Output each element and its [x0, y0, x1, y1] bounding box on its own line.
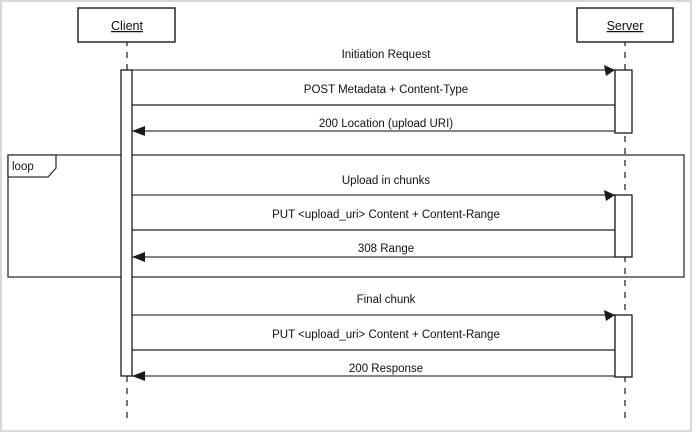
section-header-upload-in-chunks: Upload in chunks — [342, 175, 430, 187]
message-label-200-response: 200 Response — [349, 363, 423, 375]
participant-box-server[interactable] — [576, 7, 674, 43]
message-label-post-metadata: POST Metadata + Content-Type — [304, 84, 468, 96]
participant-label-server: Server — [607, 19, 644, 33]
arrow-head-200-location — [132, 126, 145, 136]
participant-label-client: Client — [111, 19, 143, 33]
participant-box-client[interactable] — [77, 7, 176, 43]
section-header-final-chunk: Final chunk — [357, 294, 416, 306]
arrow-head-put-final — [604, 310, 615, 321]
arrow-head-200-response — [132, 371, 145, 381]
loop-fragment-tab — [7, 154, 57, 178]
arrow-head-put-chunk — [604, 190, 615, 201]
arrow-head-post-metadata — [604, 65, 615, 76]
section-header-initiation: Initiation Request — [342, 49, 432, 61]
arrow-head-308-range — [132, 252, 145, 262]
message-label-put-final: PUT <upload_uri> Content + Content-Range — [272, 329, 500, 341]
loop-fragment-label: loop — [12, 161, 34, 173]
activation-bar-server-initiation — [614, 69, 633, 134]
activation-bar-server-final — [614, 314, 633, 378]
message-label-308-range: 308 Range — [358, 243, 414, 255]
activation-bar-server-chunk — [614, 194, 633, 258]
message-label-put-chunk: PUT <upload_uri> Content + Content-Range — [272, 209, 500, 221]
message-label-200-location: 200 Location (upload URI) — [319, 118, 453, 130]
activation-bar-client — [120, 69, 133, 377]
loop-fragment-frame — [7, 154, 685, 278]
